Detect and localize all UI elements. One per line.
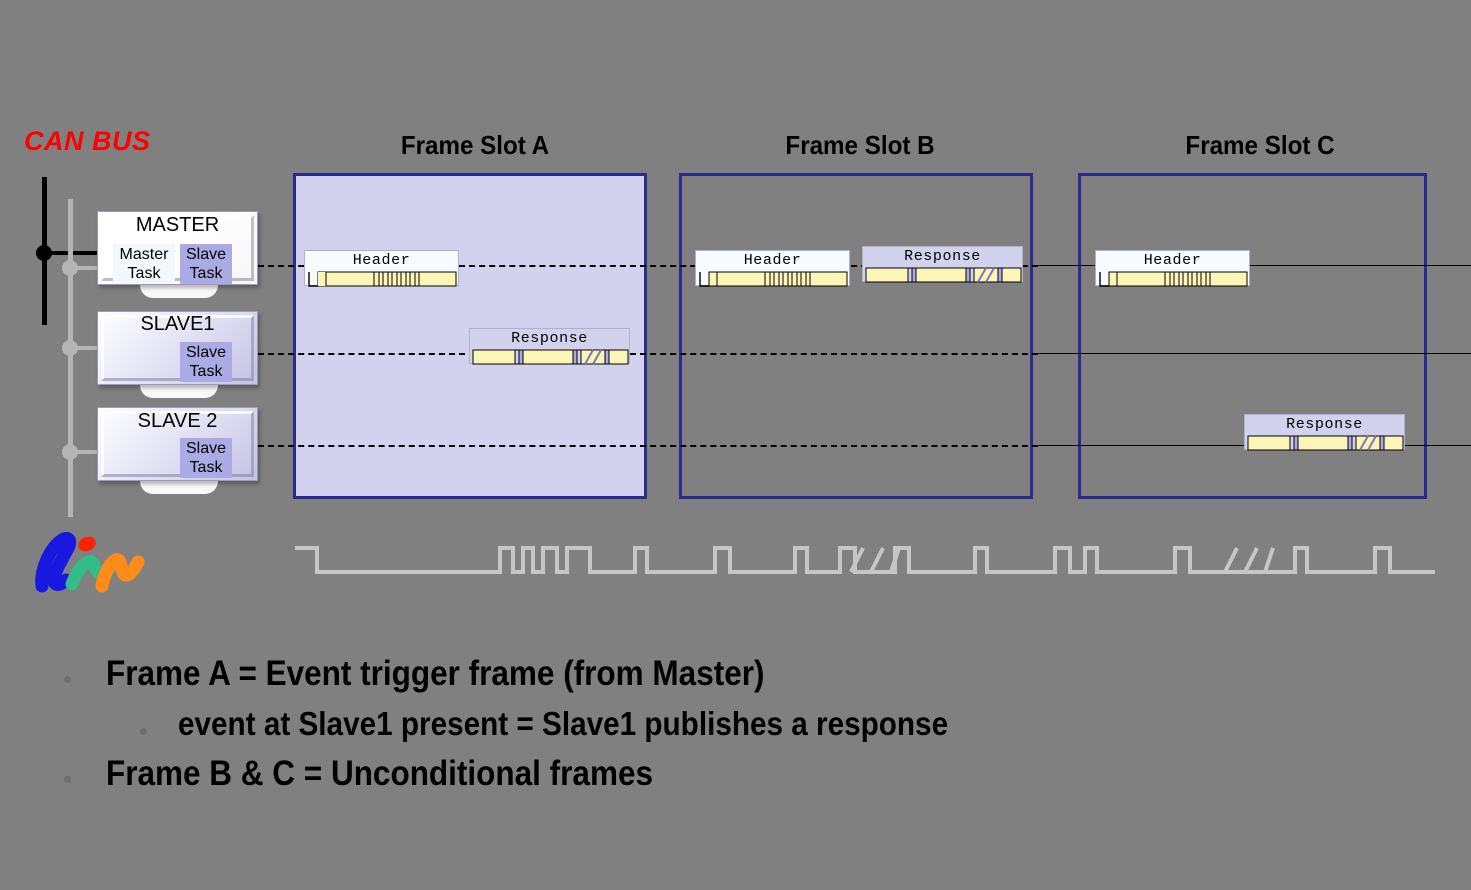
frame-slot-c-title: Frame Slot C (1185, 130, 1335, 160)
slave1-task-line1: Slave (185, 344, 227, 361)
slot-c-response-block[interactable]: Response (1244, 414, 1405, 451)
lin-bus-stub-slave1 (70, 346, 110, 350)
slot-b-header-label: Header (743, 252, 802, 269)
slave2-node-title: SLAVE 2 (137, 410, 218, 432)
master-slave-task-line1: Slave (185, 246, 227, 263)
slot-b-header-waveform (699, 271, 848, 287)
slave2-task-line2: Task (189, 459, 223, 476)
slot-b-header-block[interactable]: Header (695, 250, 850, 287)
frame-slot-b-box[interactable] (679, 173, 1033, 499)
lin-bus-node-slave1 (62, 340, 78, 356)
bullet-marker-3 (64, 776, 71, 783)
frame-slot-a-title: Frame Slot A (400, 130, 550, 160)
slave1-slave-task-box: Slave Task (180, 342, 232, 382)
master-node-title: MASTER (135, 214, 220, 236)
slot-b-response-waveform (865, 267, 1022, 283)
frame-slot-c-box[interactable] (1078, 173, 1427, 499)
note-line-2: event at Slave1 present = Slave1 publish… (178, 705, 949, 742)
master-task-box: Master Task (113, 244, 175, 284)
master-node-shadow (140, 285, 218, 298)
timeline-slave2-dashed (258, 445, 1038, 447)
slot-c-header-waveform (1099, 271, 1248, 287)
slave1-task-line2: Task (189, 363, 223, 380)
slave1-node-shadow (140, 385, 218, 398)
note-line-3: Frame B & C = Unconditional frames (106, 754, 654, 793)
timeline-slave1-solid (1035, 353, 1471, 354)
lin-logo (35, 532, 145, 593)
slot-b-response-label: Response (904, 248, 981, 265)
slave1-node-title: SLAVE1 (140, 313, 215, 335)
slot-b-response-block[interactable]: Response (862, 246, 1023, 283)
slave2-slave-task-box: Slave Task (180, 438, 232, 478)
lin-bus-node-slave2 (62, 444, 78, 460)
frame-slot-b-title: Frame Slot B (785, 130, 935, 160)
bullet-marker-1 (64, 676, 71, 683)
slot-c-header-block[interactable]: Header (1095, 250, 1250, 287)
slot-a-header-block[interactable]: Header (304, 250, 459, 287)
timeline-master-solid (1035, 265, 1471, 266)
slot-a-header-waveform (308, 271, 457, 287)
lin-bus-stub-master (70, 266, 110, 270)
master-task-line2: Task (127, 265, 161, 282)
master-slave-task-box: Slave Task (180, 244, 232, 284)
timeline-master-dashed (258, 265, 1038, 267)
lin-bus-line (68, 199, 73, 517)
slot-a-response-waveform (472, 349, 629, 365)
slot-c-response-label: Response (1286, 416, 1363, 433)
master-task-line1: Master (119, 246, 169, 263)
slot-c-header-label: Header (1143, 252, 1202, 269)
slot-a-response-block[interactable]: Response (469, 328, 630, 365)
lin-bus-stub-slave2 (70, 450, 110, 454)
slot-c-response-waveform (1247, 435, 1404, 451)
master-slave-task-line2: Task (189, 265, 223, 282)
note-line-1: Frame A = Event trigger frame (from Mast… (106, 654, 765, 693)
can-bus-stub (42, 251, 112, 255)
lin-bus-node-master (62, 260, 78, 276)
timeline-slave1-dashed (258, 353, 1038, 355)
lin-bus-signal-waveform (295, 546, 1435, 574)
bullet-marker-2 (140, 728, 147, 735)
can-bus-label: CAN BUS (24, 126, 151, 156)
slave2-node-shadow (140, 481, 218, 494)
can-bus-node-dot (36, 245, 52, 261)
slot-a-response-label: Response (511, 330, 588, 347)
slot-a-header-label: Header (352, 252, 411, 269)
slave2-task-line1: Slave (185, 440, 227, 457)
